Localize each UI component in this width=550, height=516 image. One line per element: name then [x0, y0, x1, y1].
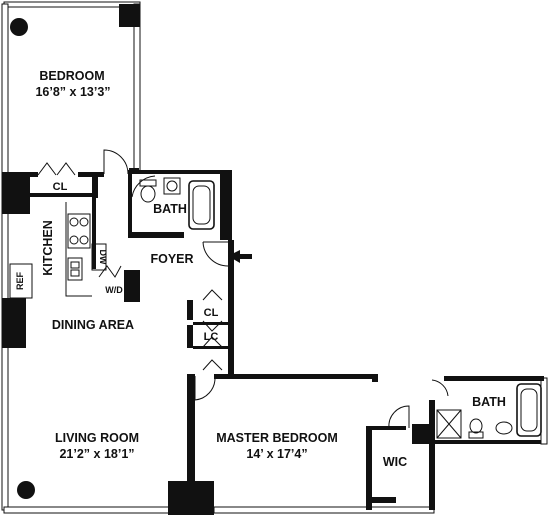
sink-icon [163, 177, 181, 195]
master-bath-label: BATH [472, 395, 506, 409]
stove-icon [67, 213, 91, 249]
linen-closet-label: LC [204, 331, 219, 343]
walls [2, 4, 544, 515]
master-bedroom-label: MASTER BEDROOM [216, 431, 338, 445]
washer-dryer-label: W/D [105, 285, 123, 295]
bath-upper-label: BATH [153, 202, 187, 216]
foyer-label: FOYER [150, 252, 193, 266]
sink-icon [67, 257, 83, 281]
foyer-closet-label: CL [204, 307, 219, 319]
sink-icon [495, 421, 513, 435]
bedroom-size: 16’8” x 13’3” [35, 85, 110, 99]
living-room-size: 21’2” x 18’1” [59, 447, 134, 461]
kitchen-label: KITCHEN [41, 220, 55, 276]
doors [37, 149, 449, 429]
dining-area-label: DINING AREA [52, 318, 134, 332]
bathtub-icon [516, 383, 542, 437]
column-icon [17, 481, 35, 499]
master-bedroom-size: 14’ x 17’4” [246, 447, 307, 461]
toilet-icon [139, 179, 157, 203]
living-room-label: LIVING ROOM [55, 431, 139, 445]
dishwasher-label: DW [98, 250, 108, 265]
refrigerator [9, 263, 33, 299]
bedroom-closet-label: CL [53, 181, 68, 193]
bedroom-label: BEDROOM [39, 69, 104, 83]
walk-in-closet-label: WIC [383, 455, 407, 469]
shower-icon [436, 409, 462, 439]
column-icon [10, 18, 28, 36]
entry-arrow-icon [228, 250, 252, 263]
toilet-icon [468, 418, 484, 439]
bathtub-icon [188, 180, 215, 230]
refrigerator-label: REF [15, 271, 25, 290]
